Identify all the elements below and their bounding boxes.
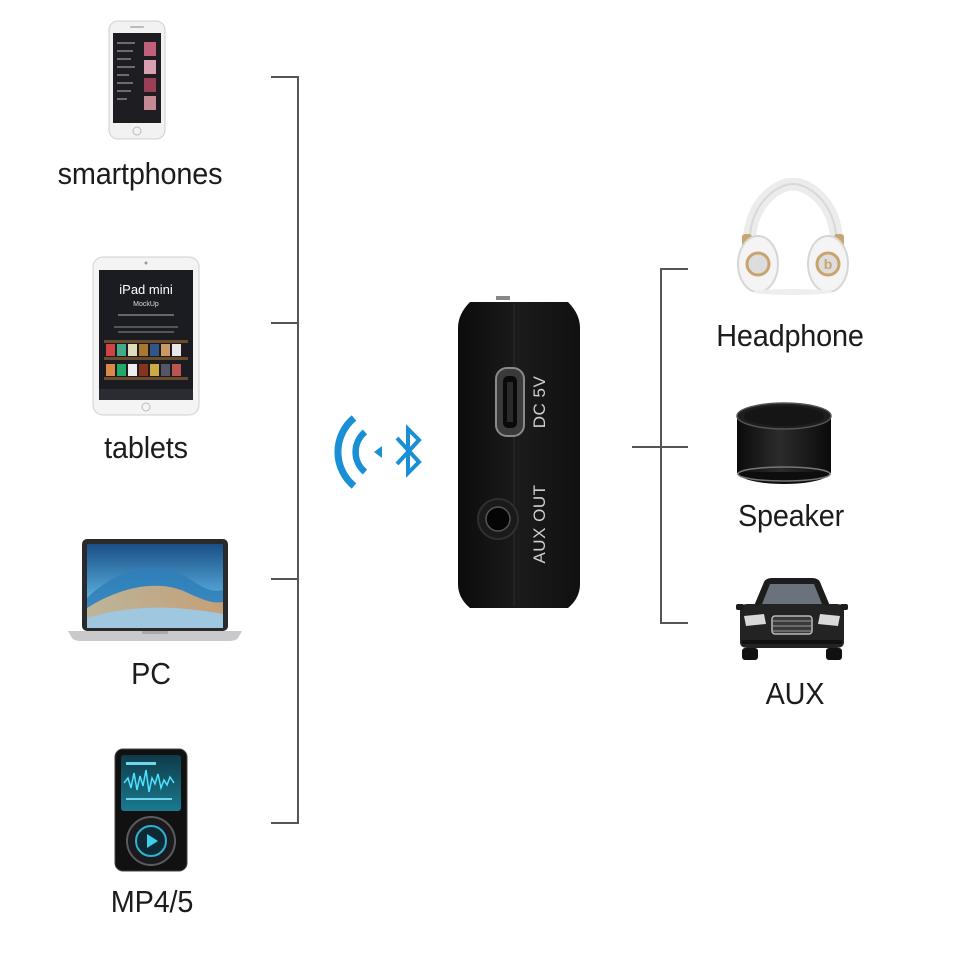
left-bracket-tick-2	[271, 322, 299, 324]
bluetooth-icon	[395, 424, 422, 478]
left-bracket-tick-1	[271, 76, 299, 78]
wifi-waves-icon	[334, 415, 382, 489]
headphone-logo-glyph: b	[824, 256, 833, 272]
left-bracket-tick-4	[271, 822, 299, 824]
dc-5v-label: DC 5V	[530, 376, 549, 429]
right-bracket-tick-1	[660, 268, 688, 270]
label-aux: AUX	[765, 676, 825, 711]
label-speaker: Speaker	[737, 498, 845, 533]
car-image	[736, 578, 848, 660]
label-smartphones: smartphones	[57, 156, 223, 191]
bluetooth-receiver-device: DC 5V AUX OUT	[458, 296, 580, 608]
speaker-image	[736, 402, 832, 484]
aux-out-label: AUX OUT	[530, 484, 549, 563]
tablet-screen-subtitle: MockUp	[133, 301, 159, 308]
tablet-screen-title: iPad mini	[119, 282, 173, 297]
right-bracket-tick-2	[660, 446, 688, 448]
smartphone-image	[108, 20, 166, 140]
headphone-image: b	[737, 178, 849, 295]
label-headphone: Headphone	[716, 318, 864, 353]
left-bracket-tick-3	[271, 578, 299, 580]
right-bracket-tick-3	[660, 622, 688, 624]
tablet-image: iPad mini MockUp	[92, 256, 200, 416]
laptop-image	[68, 539, 242, 641]
right-bracket-horizontal	[632, 446, 662, 448]
label-tablets: tablets	[104, 430, 188, 465]
mp4-player-image	[114, 748, 188, 872]
left-bracket-vertical	[297, 76, 299, 824]
label-pc: PC	[131, 656, 171, 691]
label-mp45: MP4/5	[110, 884, 194, 919]
